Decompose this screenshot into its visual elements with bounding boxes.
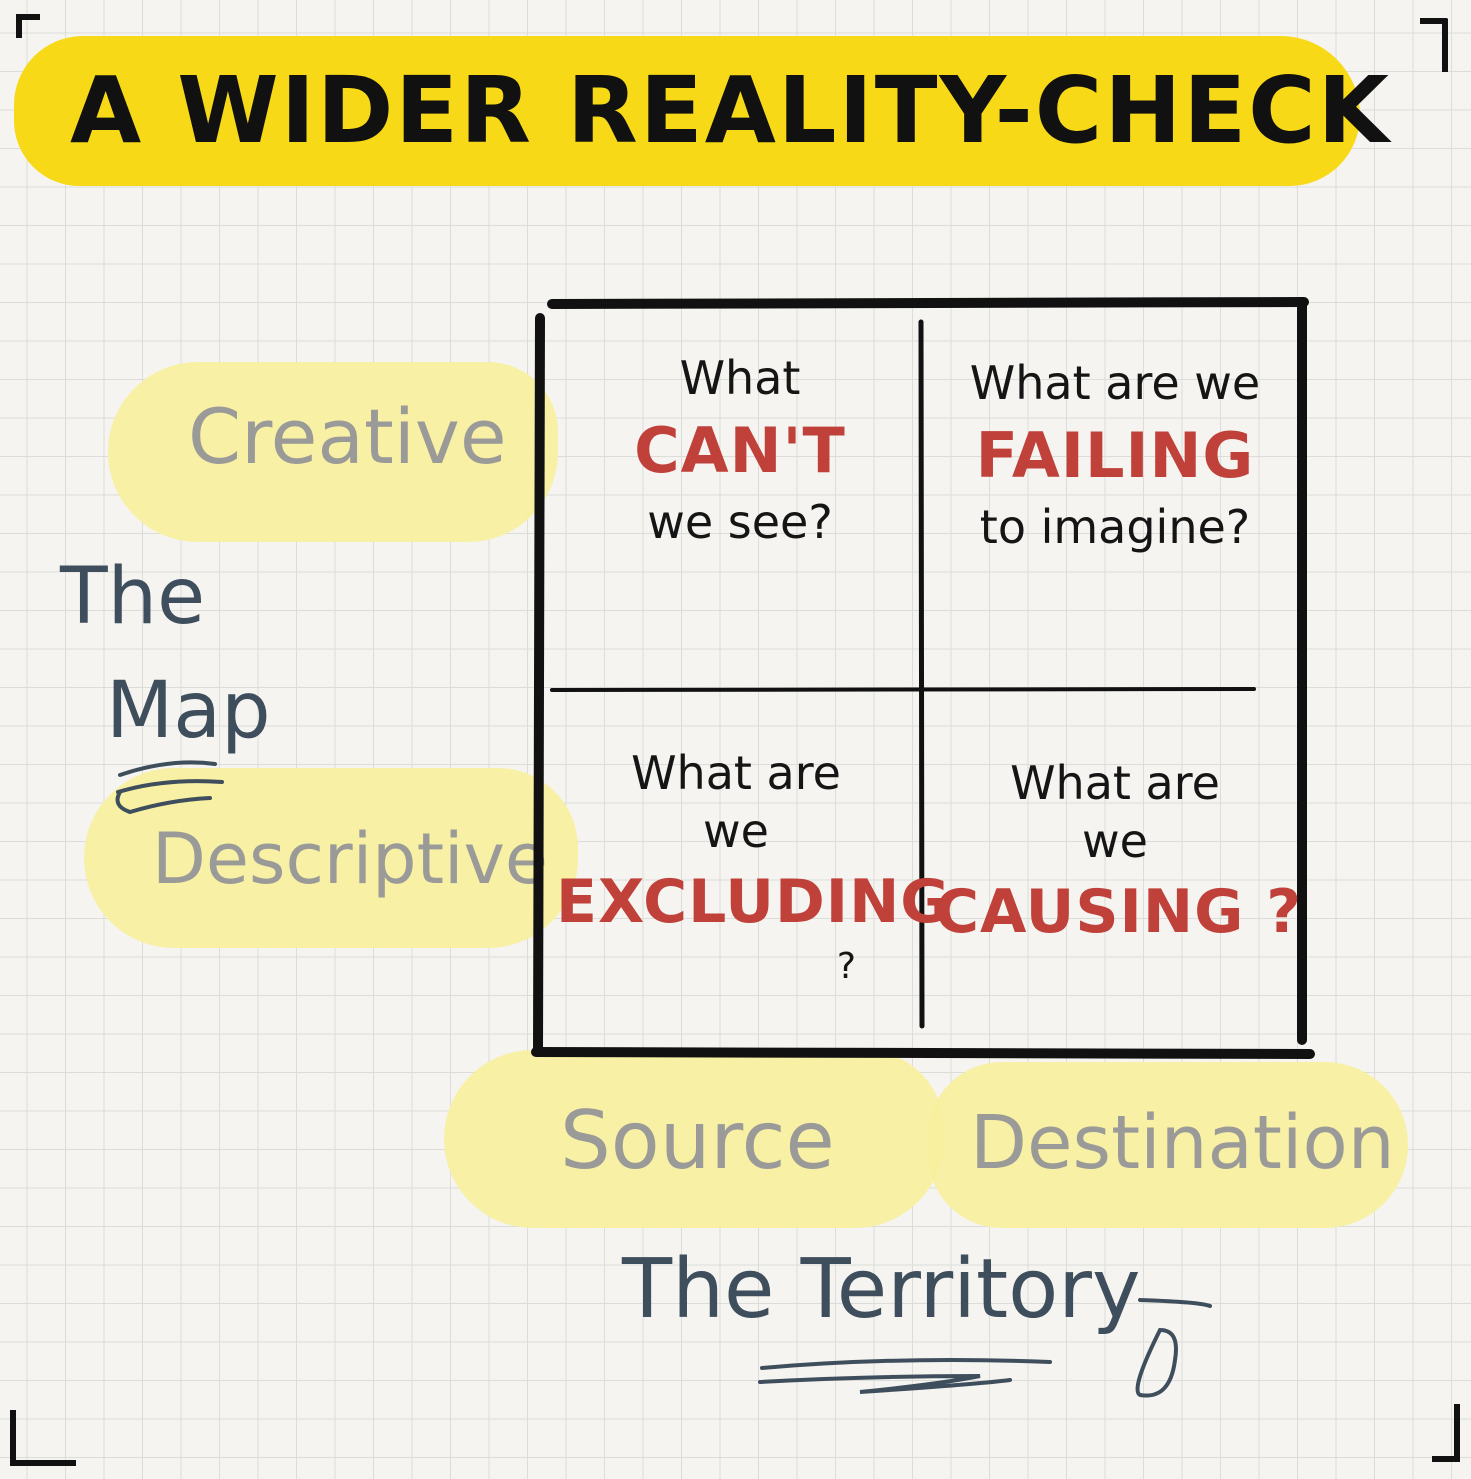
q2-emphasis: FAILING [975, 418, 1255, 492]
page-title: A WIDER REALITY-CHECK [70, 56, 1391, 164]
q4-line1: What are [1010, 756, 1220, 810]
q4-question-mark: ? [1266, 877, 1303, 947]
corner-mark-top-left [16, 14, 40, 38]
destination-highlight [928, 1062, 1408, 1228]
grid-horizontal-divider [550, 687, 1256, 692]
corner-mark-bottom-right [1432, 1404, 1460, 1462]
corner-mark-top-right [1420, 18, 1448, 72]
label-descriptive: Descriptive [152, 818, 548, 900]
q4-emphasis-word: CAUSING [935, 877, 1245, 947]
q1-line1: What [679, 351, 801, 405]
grid-vertical-divider [918, 319, 925, 1029]
descriptive-highlight [84, 768, 578, 948]
corner-mark-bottom-left [10, 1410, 76, 1466]
territory-underline-scribble [758, 1358, 1052, 1394]
q3-line1: What are [631, 746, 841, 800]
axis-name-the-territory: The Territory [622, 1242, 1141, 1337]
q4-line2: we [1082, 813, 1148, 868]
q2-line1: What are we [969, 356, 1261, 410]
q2-line3: to imagine? [979, 500, 1251, 555]
label-creative: Creative [188, 392, 507, 481]
quadrant-top-right: What are we FAILING to imagine? [935, 355, 1295, 557]
quadrant-bottom-left: What are we EXCLUDING ? [556, 745, 951, 989]
quadrant-top-left: What CAN'T we see? [560, 350, 920, 552]
creative-highlight [108, 362, 558, 542]
q1-line3: we see? [647, 495, 833, 550]
territory-tail-scribble [1135, 1298, 1212, 1398]
q1-emphasis: CAN'T [634, 413, 846, 487]
q3-question-mark: ? [836, 946, 856, 987]
label-destination: Destination [970, 1100, 1395, 1186]
axis-name-the-horizontal: The [622, 1242, 775, 1337]
axis-name-map: Map [106, 666, 271, 756]
axis-name-territory: Territory [800, 1242, 1141, 1337]
q4-emphasis: CAUSING ? [935, 870, 1301, 954]
source-highlight [444, 1050, 944, 1228]
quadrant-bottom-right: What are we CAUSING ? [935, 755, 1301, 954]
q3-line2: we [703, 803, 769, 858]
q3-emphasis: EXCLUDING [556, 867, 951, 937]
axis-name-the-vertical: The [60, 552, 206, 642]
grid-top-edge [547, 297, 1309, 309]
title-highlight [14, 36, 1360, 186]
map-underline-scribble [115, 760, 224, 815]
grid-bottom-edge [531, 1047, 1315, 1059]
label-source: Source [560, 1094, 835, 1187]
grid-left-edge [533, 313, 545, 1057]
